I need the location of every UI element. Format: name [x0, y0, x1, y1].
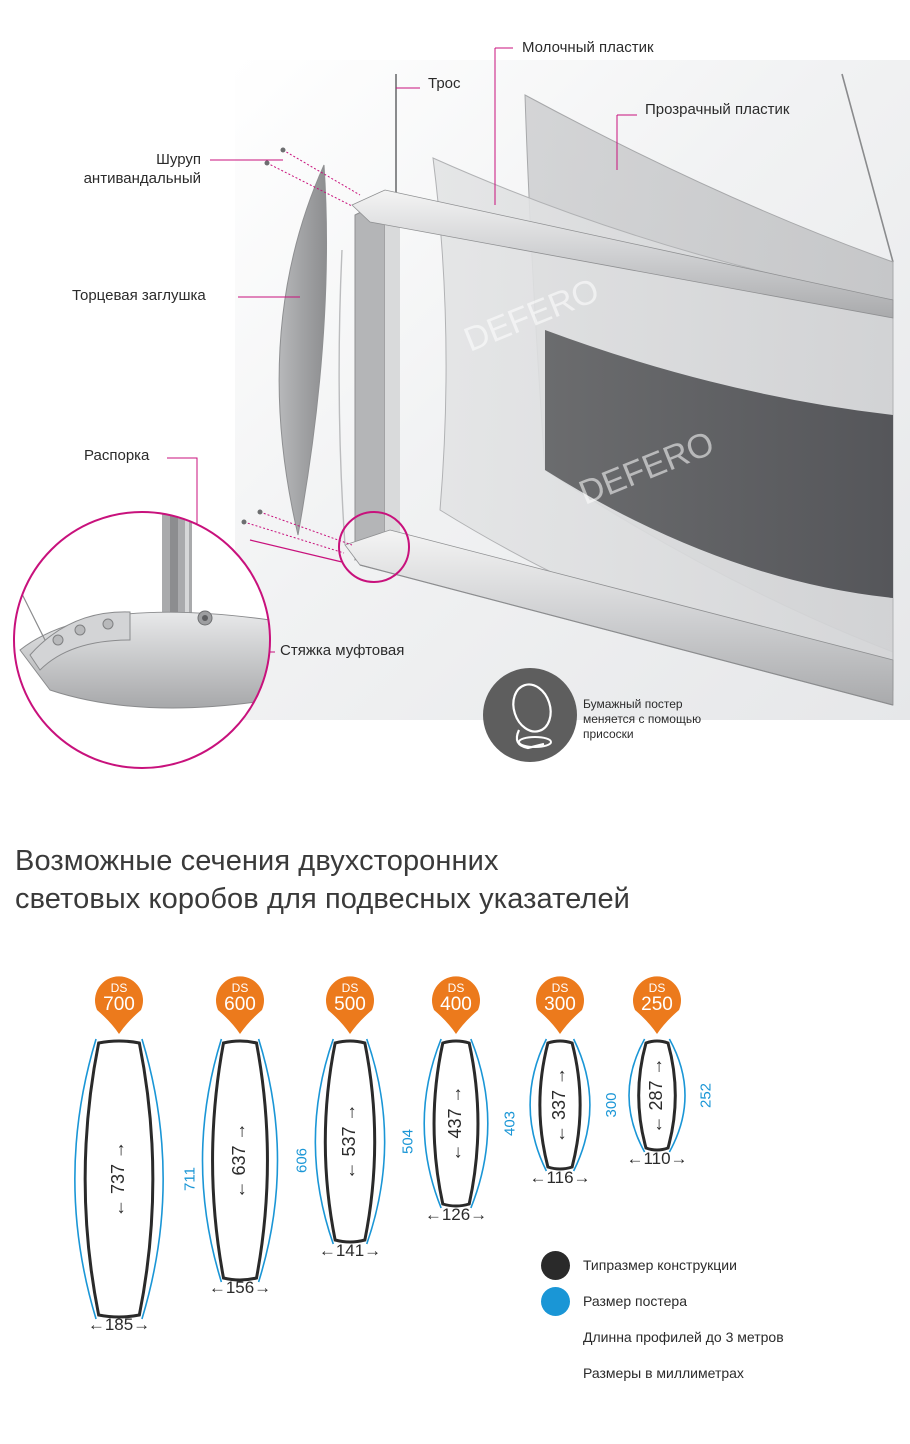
label-screw-line1: Шуруп — [156, 151, 201, 168]
ds-pin-model-700: 700 — [103, 994, 135, 1015]
poster-arc-right-400 — [470, 1038, 489, 1209]
ds-pin-prefix-600: DS — [232, 981, 249, 995]
legend-construction-label: Типразмер конструкции — [583, 1257, 737, 1273]
label-screw: Шуруп антивандальный — [40, 150, 201, 188]
legend-units: Размеры в миллиметрах — [583, 1365, 744, 1381]
ds-pin-prefix-700: DS — [111, 981, 128, 995]
ds-pin-model-300: 300 — [544, 994, 576, 1015]
ds-pin-model-250: 250 — [641, 994, 673, 1015]
poster-arc-left-250 — [628, 1038, 646, 1153]
ds-pin-250 — [632, 976, 682, 1034]
label-coupling: Стяжка муфтовая — [280, 642, 405, 659]
section-body-600 — [211, 1039, 269, 1282]
poster-arc-right-500 — [365, 1038, 386, 1245]
ds-pin-600 — [215, 976, 265, 1034]
label-end-cap: Торцевая заглушка — [72, 287, 206, 304]
section-height-300: ← 337 → — [549, 1067, 569, 1143]
section-body-300 — [538, 1039, 582, 1171]
label-spacer: Распорка — [84, 447, 150, 464]
poster-arc-left-600 — [201, 1038, 223, 1283]
section-width-700: ←185→ — [88, 1315, 150, 1334]
suction-note-line2: меняется с помощью — [583, 712, 702, 726]
section-width-500: ←141→ — [319, 1241, 381, 1260]
poster-arc-left-700 — [74, 1038, 97, 1320]
section-body-500 — [323, 1039, 377, 1244]
ds-pin-model-400: 400 — [440, 994, 472, 1015]
legend-blue-dot — [541, 1287, 570, 1316]
ds-pin-prefix-300: DS — [552, 981, 569, 995]
label-screw-line2: антивандальный — [83, 170, 201, 187]
poster-arc-right-600 — [257, 1038, 279, 1283]
poster-arc-left-300 — [529, 1038, 548, 1172]
ds-pin-model-600: 600 — [224, 994, 256, 1015]
page-title-line2: световых коробов для подвесных указателе… — [15, 883, 630, 915]
section-width-250: ←110→ — [626, 1149, 687, 1168]
suction-note: Бумажный постер меняется с помощью присо… — [583, 697, 701, 742]
section-body-400 — [432, 1039, 480, 1208]
legend-profile-length: Длинна профилей до 3 метров — [583, 1329, 784, 1345]
poster-arc-right-700 — [141, 1038, 164, 1320]
section-height-500: ← 537 → — [339, 1103, 359, 1179]
label-milk-plastic: Молочный пластик — [522, 39, 654, 56]
label-clear-plastic: Прозрачный пластик — [645, 101, 790, 118]
ds-pin-prefix-500: DS — [342, 981, 359, 995]
suction-cup-icon — [483, 668, 577, 762]
section-body-250 — [637, 1039, 677, 1152]
ds-pin-model-500: 500 — [334, 994, 366, 1015]
ds-pin-400 — [432, 976, 480, 1034]
poster-size-400: 403 — [502, 1111, 519, 1136]
section-body-700 — [83, 1039, 155, 1319]
section-height-600: ← 637 → — [229, 1122, 249, 1198]
section-height-250: ← 287 → — [646, 1057, 666, 1133]
ds-pin-700 — [94, 976, 144, 1034]
section-width-600: ←156→ — [209, 1278, 271, 1297]
suction-note-line3: присоски — [583, 727, 634, 741]
section-width-300: ←116→ — [529, 1168, 590, 1187]
section-width-400: ←126→ — [425, 1205, 487, 1224]
poster-size-250: 252 — [698, 1083, 715, 1108]
suction-note-line1: Бумажный постер — [583, 697, 683, 711]
poster-size-500: 504 — [400, 1129, 417, 1154]
poster-size-700: 711 — [181, 1167, 198, 1191]
page-title: Возможные сечения двухсторонних световых… — [15, 842, 630, 918]
legend-poster-label: Размер постера — [583, 1293, 687, 1309]
section-height-700: ← 737 → — [108, 1141, 128, 1217]
ds-pin-prefix-250: DS — [649, 981, 666, 995]
legend-dark-dot — [541, 1251, 570, 1280]
poster-arc-left-500 — [314, 1038, 335, 1245]
ds-pin-500 — [326, 976, 375, 1034]
poster-arc-right-250 — [668, 1038, 686, 1153]
poster-arc-left-400 — [423, 1038, 442, 1209]
poster-size-600: 606 — [293, 1148, 310, 1173]
ds-pin-300 — [536, 976, 584, 1034]
section-height-400: ← 437 → — [445, 1085, 465, 1161]
page-title-line1: Возможные сечения двухсторонних — [15, 845, 499, 877]
poster-size-300: 300 — [603, 1092, 620, 1117]
assembly-illustration: DEFERO DEFERO — [13, 47, 910, 769]
ds-pin-prefix-400: DS — [448, 981, 465, 995]
label-cable: Трос — [428, 75, 461, 92]
poster-arc-right-300 — [572, 1038, 591, 1172]
